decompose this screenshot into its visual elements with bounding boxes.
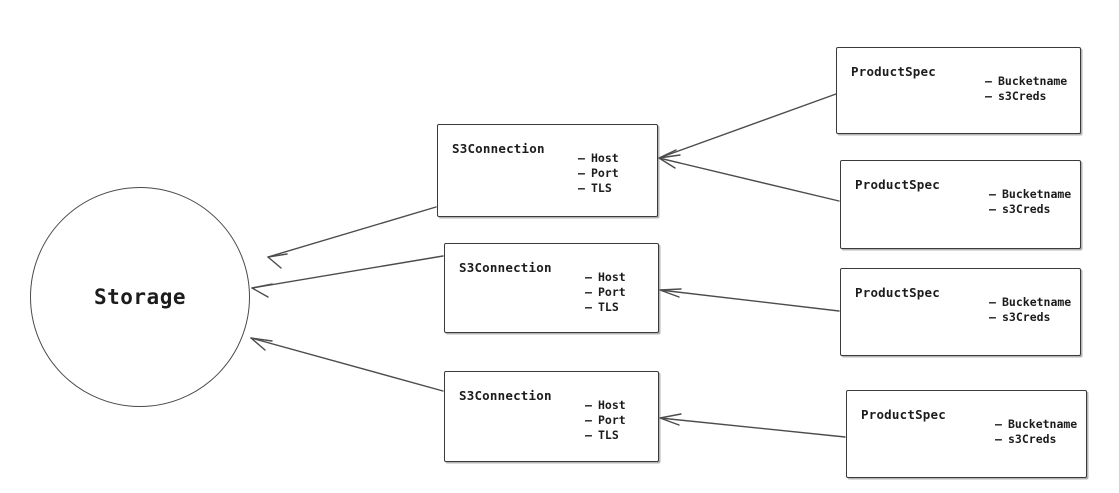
attribute-label: Host (598, 270, 626, 284)
attribute-item: –Host (585, 270, 626, 285)
edge-line (658, 157, 840, 202)
arrowhead-icon (658, 149, 681, 164)
attribute-label: Host (598, 398, 626, 412)
attribute-dash-icon: – (585, 413, 592, 427)
attribute-label: Bucketname (1002, 295, 1072, 309)
product-spec-attribute-list: –Bucketname–s3Creds (989, 187, 1071, 217)
node-product-spec-3[interactable]: ProductSpec –Bucketname–s3Creds (840, 268, 1081, 356)
attribute-label: Port (598, 413, 626, 427)
storage-label: Storage (93, 285, 186, 309)
attribute-label: Bucketname (998, 74, 1068, 88)
attribute-item: –s3Creds (989, 310, 1071, 325)
arrowhead-icon (251, 283, 273, 298)
edge-line (250, 337, 444, 392)
attribute-dash-icon: – (585, 270, 592, 284)
arrowhead-icon (658, 154, 681, 169)
attribute-label: Bucketname (1008, 417, 1078, 431)
node-product-spec-2[interactable]: ProductSpec –Bucketname–s3Creds (840, 160, 1081, 249)
product-spec-title: ProductSpec (855, 285, 940, 300)
edge-line (658, 93, 837, 159)
edge-spec2-to-conn1 (658, 149, 840, 202)
edge-spec1-to-conn1 (658, 93, 837, 169)
attribute-dash-icon: – (989, 310, 996, 324)
attribute-item: –Bucketname (989, 187, 1071, 202)
attribute-label: s3Creds (1002, 202, 1051, 216)
attribute-dash-icon: – (578, 181, 585, 195)
attribute-dash-icon: – (985, 89, 992, 103)
node-connection-3[interactable]: S3Connection–Host–Port–TLS (444, 371, 659, 462)
attribute-dash-icon: – (989, 295, 996, 309)
attribute-item: –Bucketname (995, 417, 1077, 432)
attribute-label: TLS (598, 428, 619, 442)
connection-title: S3Connection (459, 388, 552, 403)
attribute-item: –TLS (585, 428, 626, 443)
product-spec-title: ProductSpec (861, 407, 946, 422)
arrowhead-icon (659, 413, 682, 426)
node-storage[interactable]: Storage (30, 187, 250, 407)
edge-spec3-to-conn2 (659, 288, 840, 312)
attribute-label: TLS (598, 300, 619, 314)
product-spec-attribute-list: –Bucketname–s3Creds (989, 295, 1071, 325)
node-product-spec-1[interactable]: ProductSpec –Bucketname–s3Creds (836, 47, 1081, 134)
connection-title: S3Connection (459, 260, 552, 275)
connection-attribute-list: –Host–Port–TLS (585, 398, 626, 443)
attribute-dash-icon: – (578, 151, 585, 165)
attribute-dash-icon: – (585, 285, 592, 299)
attribute-label: Bucketname (1002, 187, 1072, 201)
attribute-label: s3Creds (1008, 432, 1057, 446)
attribute-item: –TLS (585, 300, 626, 315)
attribute-item: –TLS (578, 181, 619, 196)
attribute-dash-icon: – (995, 417, 1002, 431)
attribute-label: Port (591, 166, 619, 180)
attribute-item: –Host (578, 151, 619, 166)
edge-spec4-to-conn3 (659, 413, 846, 438)
arrowhead-icon (659, 288, 682, 298)
attribute-dash-icon: – (995, 432, 1002, 446)
attribute-item: –s3Creds (989, 202, 1071, 217)
edge-line (659, 289, 840, 312)
product-spec-attribute-list: –Bucketname–s3Creds (995, 417, 1077, 447)
attribute-dash-icon: – (585, 398, 592, 412)
attribute-label: s3Creds (998, 89, 1047, 103)
attribute-item: –s3Creds (985, 89, 1067, 104)
edge-line (659, 417, 846, 438)
attribute-label: s3Creds (1002, 310, 1051, 324)
attribute-dash-icon: – (985, 74, 992, 88)
attribute-dash-icon: – (989, 202, 996, 216)
edge-line (251, 255, 444, 289)
attribute-label: Port (598, 285, 626, 299)
attribute-dash-icon: – (989, 187, 996, 201)
node-connection-1[interactable]: S3Connection–Host–Port–TLS (437, 124, 658, 217)
attribute-dash-icon: – (585, 300, 592, 314)
attribute-item: –Port (585, 413, 626, 428)
attribute-item: –s3Creds (995, 432, 1077, 447)
arrowhead-icon (250, 337, 273, 351)
attribute-label: Host (591, 151, 619, 165)
attribute-item: –Port (585, 285, 626, 300)
edge-conn1-to-storage (267, 206, 437, 269)
product-spec-title: ProductSpec (855, 177, 940, 192)
attribute-item: –Host (585, 398, 626, 413)
connection-attribute-list: –Host–Port–TLS (578, 151, 619, 196)
attribute-item: –Port (578, 166, 619, 181)
product-spec-title: ProductSpec (851, 64, 936, 79)
edge-conn2-to-storage (251, 255, 444, 298)
node-connection-2[interactable]: S3Connection–Host–Port–TLS (444, 243, 659, 333)
node-product-spec-4[interactable]: ProductSpec –Bucketname–s3Creds (846, 390, 1087, 478)
attribute-item: –Bucketname (985, 74, 1067, 89)
edge-line (267, 206, 437, 258)
attribute-dash-icon: – (585, 428, 592, 442)
attribute-label: TLS (591, 181, 612, 195)
edge-conn3-to-storage (250, 337, 444, 392)
connection-attribute-list: –Host–Port–TLS (585, 270, 626, 315)
product-spec-attribute-list: –Bucketname–s3Creds (985, 74, 1067, 104)
connection-title: S3Connection (452, 141, 545, 156)
attribute-item: –Bucketname (989, 295, 1071, 310)
attribute-dash-icon: – (578, 166, 585, 180)
arrowhead-icon (267, 253, 288, 269)
